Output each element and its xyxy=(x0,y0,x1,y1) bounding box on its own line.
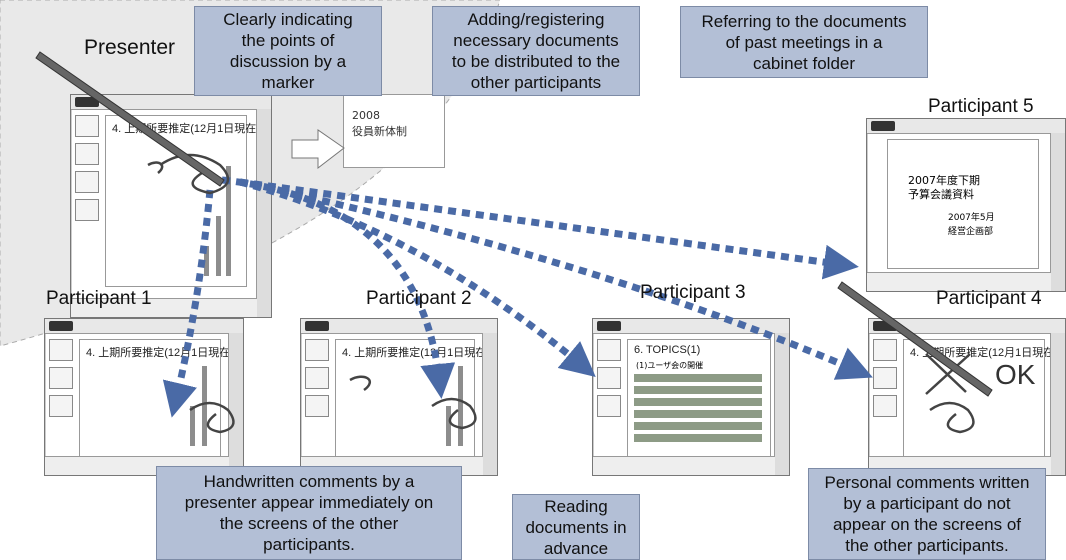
arrow-to-p1 xyxy=(162,189,214,418)
p4-handwriting-ok: OK xyxy=(995,359,1036,390)
topics-slide: 6. TOPICS(1) (1)ユーザ会の開催 xyxy=(627,339,771,457)
insert-arrow-icon xyxy=(291,129,345,170)
topics-sub: (1)ユーザ会の開催 xyxy=(636,361,704,370)
callout-adding-text: Adding/registering necessary documents t… xyxy=(451,10,621,92)
pen-icons xyxy=(35,51,993,397)
callout-personal: Personal comments written by a participa… xyxy=(808,468,1046,560)
callout-marker: Clearly indicating the points of discuss… xyxy=(194,6,382,96)
arrow-to-p5 xyxy=(239,178,859,280)
callout-referring: Referring to the documents of past meeti… xyxy=(680,6,928,78)
callout-reading-text: Reading documents in advance xyxy=(525,496,627,558)
doc-title: 役員新体制 xyxy=(352,125,407,138)
budget-slide: 2007年度下期 予算会議資料 2007年5月 経営企画部 xyxy=(887,139,1039,269)
callout-adding: Adding/registering necessary documents t… xyxy=(432,6,640,96)
presenter-pen-icon xyxy=(35,51,225,187)
p1-chart-slide: 4. 上期所要推定(12月1日現在) xyxy=(79,339,234,457)
label-presenter: Presenter xyxy=(84,36,176,59)
presenter-screen: 4. 上期所要推定(12月1日現在) xyxy=(70,94,272,318)
budget-dept: 経営企画部 xyxy=(948,227,994,237)
topics-title: 6. TOPICS(1) xyxy=(634,344,701,356)
callout-marker-text: Clearly indicating the points of discuss… xyxy=(223,10,353,92)
p4-pen-icon xyxy=(837,281,993,397)
p1-slide-title: 4. 上期所要推定(12月1日現在) xyxy=(86,347,234,359)
arrow-to-p3 xyxy=(239,178,596,377)
budget-line1: 2007年度下期 xyxy=(908,174,980,187)
p2-slide-title: 4. 上期所要推定(12月1日現在) xyxy=(342,347,490,359)
participant3-screen: 6. TOPICS(1) (1)ユーザ会の開催 xyxy=(592,318,790,476)
label-participant2: Participant 2 xyxy=(366,288,472,309)
registered-document: 2008 役員新体制 xyxy=(343,94,445,168)
callout-referring-text: Referring to the documents of past meeti… xyxy=(701,11,907,73)
label-participant3: Participant 3 xyxy=(640,282,746,303)
label-participant1: Participant 1 xyxy=(46,288,152,309)
doc-year: 2008 xyxy=(352,109,380,122)
presenter-chart-slide: 4. 上期所要推定(12月1日現在) xyxy=(105,115,260,287)
budget-date: 2007年5月 xyxy=(948,213,995,223)
callout-reading: Reading documents in advance xyxy=(512,494,640,560)
label-participant5: Participant 5 xyxy=(928,96,1034,117)
arrow-to-p4 xyxy=(239,178,873,380)
participant4-screen: 4. 上期所要推定(12月1日現在) xyxy=(868,318,1066,476)
budget-line2: 予算会議資料 xyxy=(908,188,974,201)
p2-scribble xyxy=(349,375,477,430)
arrow-to-p2 xyxy=(221,176,456,399)
p1-scribble xyxy=(189,401,235,434)
participant5-screen: 2007年度下期 予算会議資料 2007年5月 経営企画部 xyxy=(866,118,1066,292)
p4-scribble xyxy=(925,353,975,434)
label-participant4: Participant 4 xyxy=(936,288,1042,309)
callout-handwritten: Handwritten comments by a presenter appe… xyxy=(156,466,462,560)
callout-handwritten-text: Handwritten comments by a presenter appe… xyxy=(184,472,434,554)
p4-chart-slide: 4. 上期所要推定(12月1日現在) xyxy=(903,339,1058,457)
p4-slide-title: 4. 上期所要推定(12月1日現在) xyxy=(910,347,1058,359)
callout-personal-text: Personal comments written by a participa… xyxy=(824,473,1030,555)
